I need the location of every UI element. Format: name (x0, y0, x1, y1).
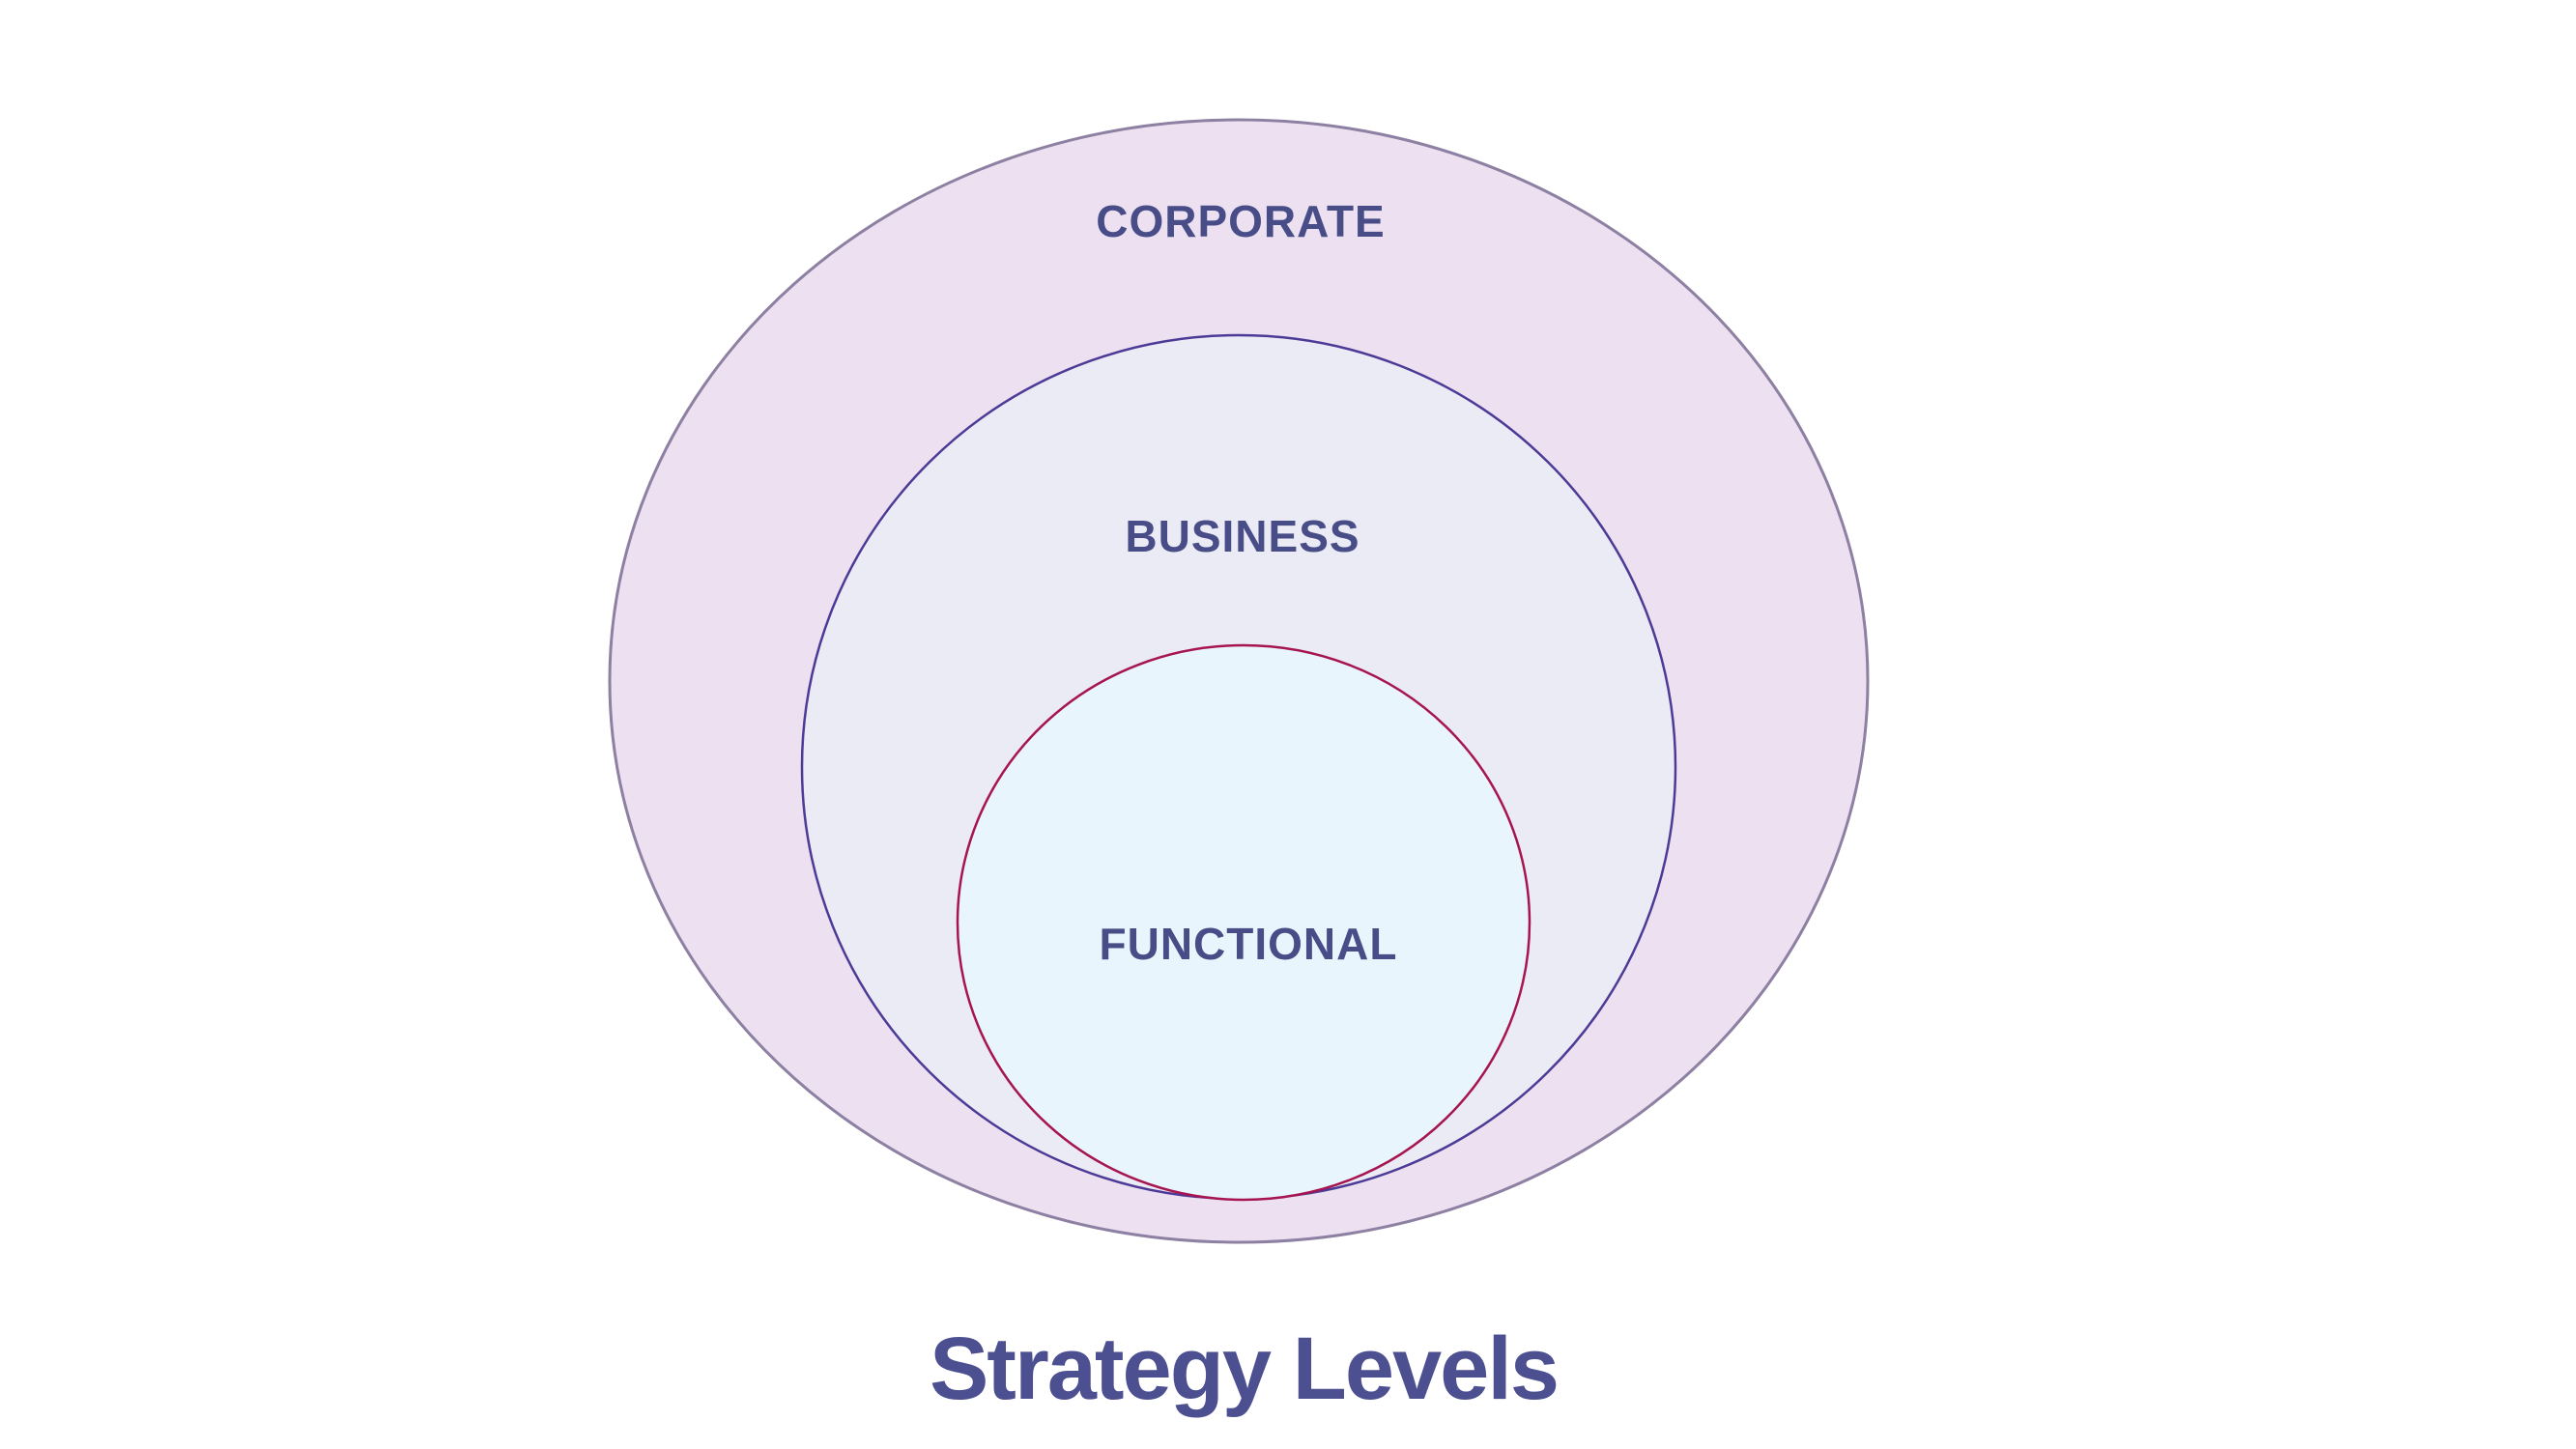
functional-label: FUNCTIONAL (1100, 919, 1398, 969)
diagram-title: Strategy Levels (930, 1320, 1558, 1418)
functional-circle (956, 643, 1531, 1202)
business-label: BUSINESS (1125, 511, 1360, 561)
corporate-label: CORPORATE (1096, 196, 1386, 246)
